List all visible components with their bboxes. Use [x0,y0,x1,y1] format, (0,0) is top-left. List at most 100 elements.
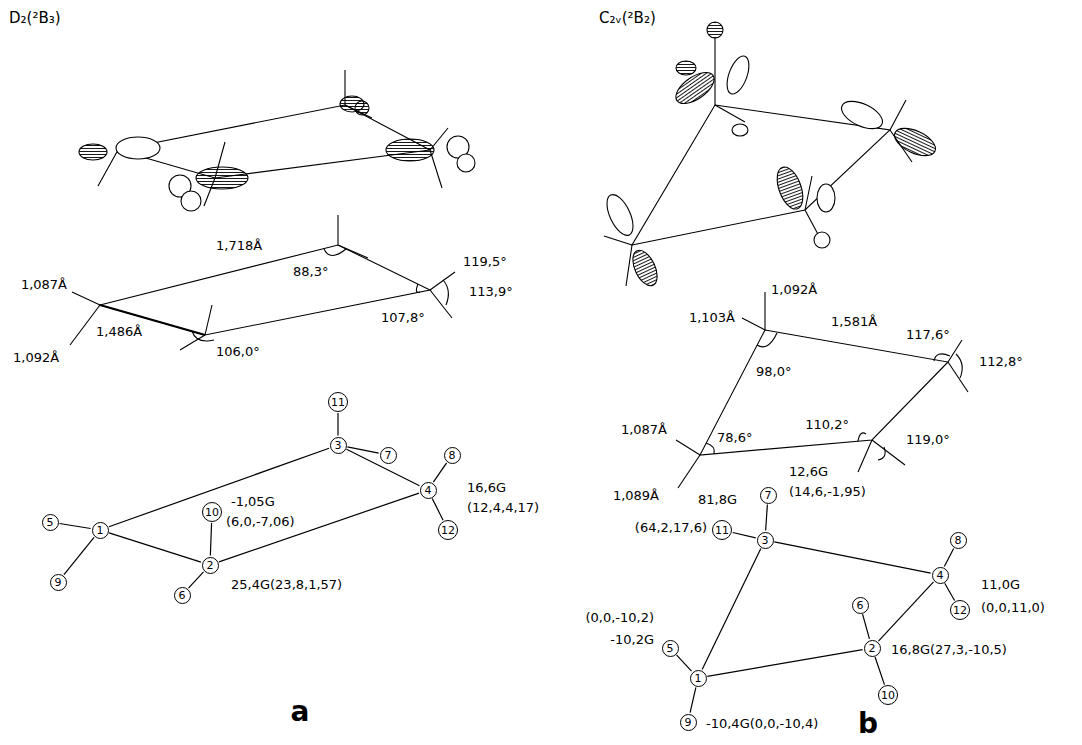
drawing-stroke [416,284,420,292]
drawing-stroke [676,61,696,75]
drawing-stroke [817,184,835,212]
atom-number-text: 2 [207,560,214,571]
drawing-stroke [355,101,369,115]
value-label: 112,8° [978,354,1024,370]
atom-number-text: 2 [869,643,876,654]
bond-line [347,447,378,453]
value-label: 81,8G [697,492,738,508]
bond-line [878,582,933,641]
bond-line [702,549,761,670]
value-label: (64,2,17,6) [634,520,708,536]
value-label: (0,0,11,0) [980,600,1046,616]
panel-letter: b [857,707,879,741]
geometry-a [70,215,455,350]
atom-number-text: 10 [881,690,895,701]
drawing-stroke [772,164,808,213]
atom-number: 12 [438,520,458,540]
bond-line [766,504,768,530]
drawing-stroke [837,96,886,135]
atom-number: 4 [932,567,949,584]
bond-line [433,463,446,482]
drawing-stroke [628,247,662,290]
value-label: 11,0G [980,577,1021,593]
atom-number: 4 [420,482,437,499]
atom-number-text: 9 [55,577,62,588]
value-label: 1,089Å [612,488,660,504]
atom-number-text: 3 [762,535,769,546]
bond-line [944,548,953,566]
value-label: 107,8° [380,310,426,326]
atom-number: 1 [92,522,109,539]
drawing-stroke [196,167,248,189]
atom-number: 1 [690,670,707,687]
atom-number-text: 9 [685,717,692,728]
atom-number: 12 [950,600,970,620]
value-label: (0,0,-10,2) [584,610,655,626]
drawing-stroke [192,331,214,341]
bond-line [109,533,201,562]
value-label: 110,2° [804,417,850,433]
value-label: 1,087Å [20,277,68,293]
atom-number-text: 4 [425,485,432,496]
bond-line [774,542,930,573]
atom-number-text: 11 [331,397,345,408]
drawing-stroke [632,105,890,245]
value-label: 12,6G [788,464,829,480]
drawing-stroke [98,70,448,206]
atom-number-text: 1 [695,673,702,684]
value-label: 106,0° [215,344,261,360]
value-label: -1,05G [230,494,276,510]
value-label: 117,6° [905,327,951,343]
drawing-stroke [604,38,912,286]
value-label: (14,6,-1,95) [788,484,867,500]
value-label: 1,103Å [688,310,736,326]
bond-line [707,650,862,677]
value-label: 16,8G(27,3,-10,5) [890,642,1008,658]
drawing-stroke [757,333,777,347]
atom-number: 2 [202,557,219,574]
atom-number-text: 1 [97,525,104,536]
bond-line [733,532,756,537]
bond-line [875,657,884,685]
atom-number-text: 4 [937,570,944,581]
value-label: -10,4G(0,0,-10,4) [705,716,819,732]
drawing-stroke [676,292,968,488]
drawing-stroke [723,53,754,97]
bond-line [59,524,90,529]
bond-line [210,523,211,556]
state-symbol: C₂ᵥ(²B₂) [598,9,657,27]
drawing-stroke [858,433,866,441]
atom-number-text: 5 [47,517,54,528]
bond-line [676,655,691,671]
drawing-stroke [602,191,639,239]
value-label: 1,092Å [770,282,818,298]
atom-number: 8 [950,532,967,549]
drawing-stroke [118,105,430,178]
value-label: 88,3° [292,264,329,280]
atom-number: 8 [444,447,461,464]
value-label: 16,6G [466,480,507,496]
atom-number: 10 [202,502,222,522]
atom-number-text: 11 [715,525,729,536]
drawing-stroke [890,123,939,162]
drawing-stroke [443,280,448,305]
value-label: (6,0,-7,06) [225,514,296,530]
atom-number: 6 [852,597,869,614]
bond-line [109,448,329,527]
atom-number: 9 [50,574,67,591]
atom-number: 10 [878,685,898,705]
bond-line [64,537,94,574]
atom-number-text: 5 [667,643,674,654]
value-label: 119,0° [905,432,951,448]
state-symbol: D₂(²B₃) [8,9,62,27]
atom-number-text: 6 [179,590,186,601]
bond-line [690,687,696,712]
drawing-stroke [934,354,950,361]
atom-number-text: 12 [953,605,967,616]
value-label: 1,581Å [830,314,878,330]
drawing-stroke [116,137,160,159]
atom-number: 11 [712,520,732,540]
value-label: 1,087Å [620,422,668,438]
atom-number-text: 8 [955,535,962,546]
